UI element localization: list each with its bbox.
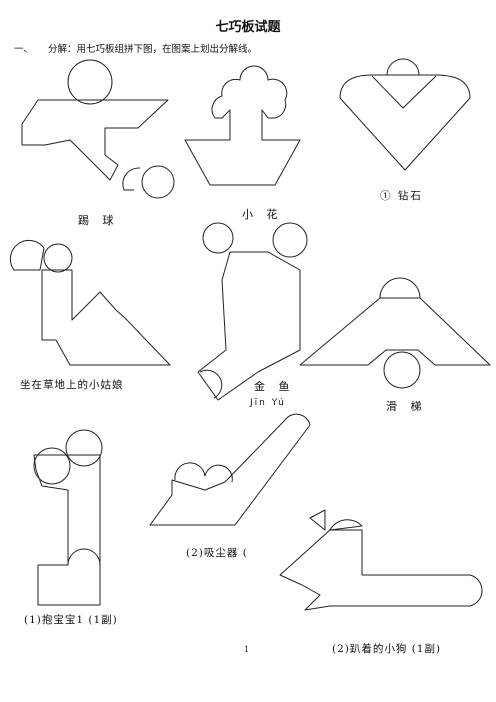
caption-diamond: ① 钻石 bbox=[380, 190, 423, 202]
figure-dog bbox=[279, 509, 483, 611]
instruction: 一、 分解：用七巧板组拼下图，在图案上划出分解线。 bbox=[14, 41, 257, 55]
instruction-text: 分解：用七巧板组拼下图，在图案上划出分解线。 bbox=[48, 44, 258, 55]
caption-kick-ball: 踢 球 bbox=[78, 214, 119, 227]
figure-flower bbox=[184, 65, 301, 186]
figure-kick-ball bbox=[21, 59, 175, 199]
figure-vacuum bbox=[149, 413, 311, 526]
instruction-number: 一、 bbox=[14, 44, 34, 55]
figure-slide bbox=[299, 277, 491, 389]
caption-goldfish: 金 鱼 bbox=[254, 380, 295, 393]
figure-hold-baby bbox=[33, 429, 103, 606]
figure-goldfish bbox=[197, 222, 308, 401]
caption-flower: 小 花 bbox=[242, 208, 283, 221]
page-title: 七巧板试题 bbox=[215, 20, 281, 35]
caption-girl: 坐在草地上的小姑娘 bbox=[20, 379, 124, 391]
figure-diamond bbox=[339, 58, 471, 171]
page-number: 1 bbox=[244, 645, 250, 654]
pinyin-goldfish: Jīn Yú bbox=[250, 398, 286, 408]
caption-vacuum: (2)吸尘器 ( bbox=[186, 547, 248, 559]
caption-slide: 滑 梯 bbox=[386, 400, 427, 413]
caption-hold-baby: (1)抱宝宝1 (1副) bbox=[24, 614, 118, 626]
figure-girl bbox=[9, 239, 171, 366]
caption-dog: (2)趴着的小狗 (1副) bbox=[332, 643, 442, 655]
